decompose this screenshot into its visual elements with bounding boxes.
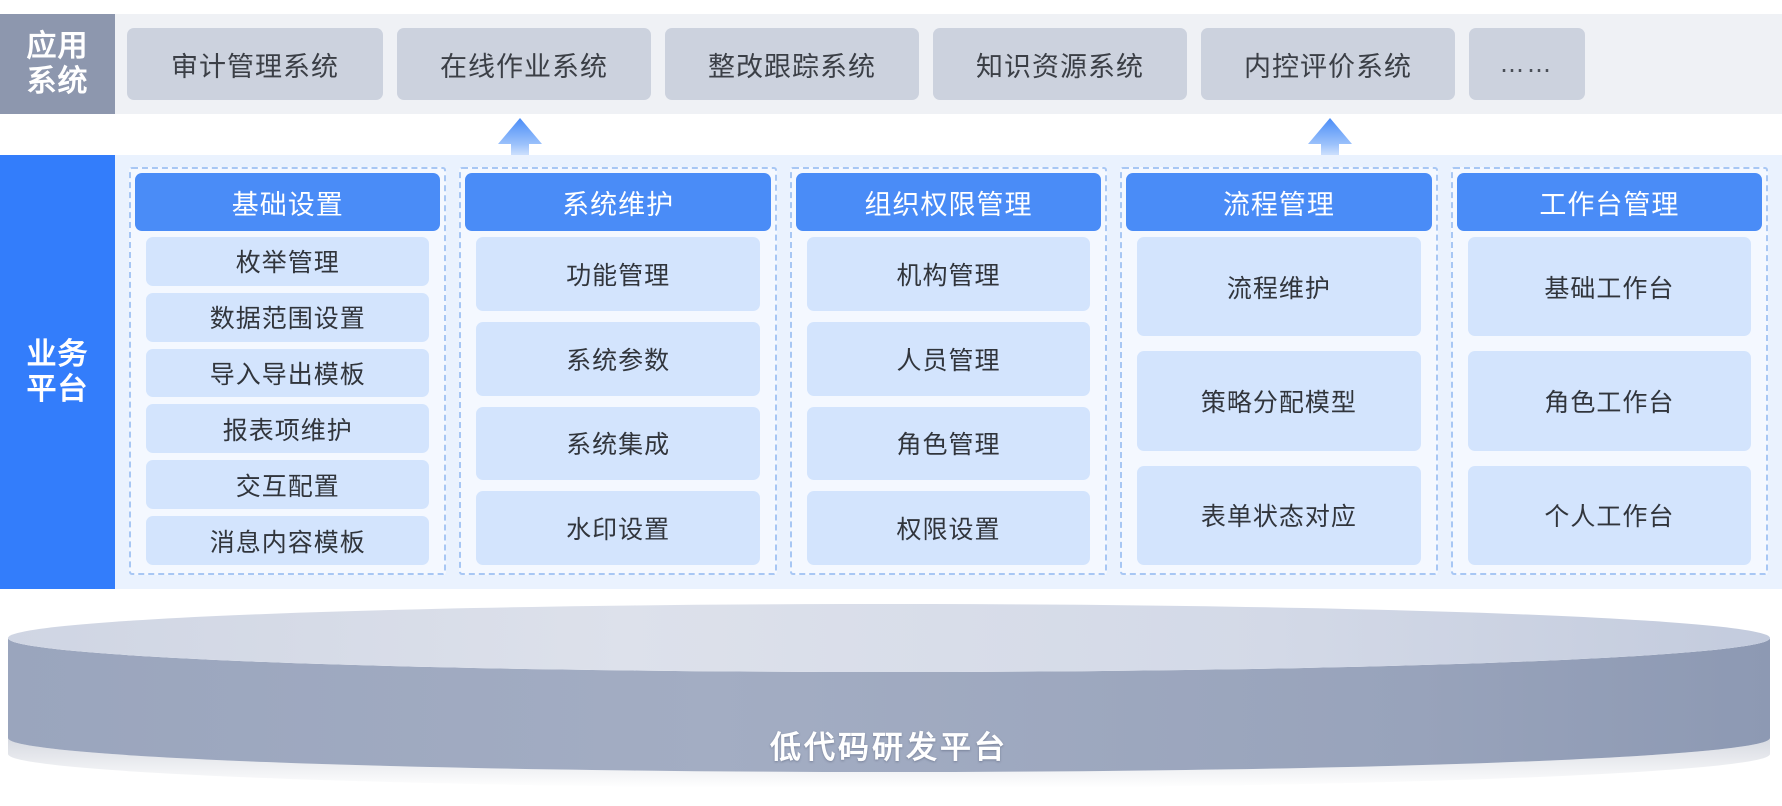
app-card-knowledge-resource[interactable]: 知识资源系统 (933, 28, 1187, 100)
module-item-message-content-template[interactable]: 消息内容模板 (146, 516, 430, 565)
arrow-up-to-online-task-system (498, 118, 542, 166)
business-platform-row: 业务 平台 基础设置 枚举管理 数据范围设置 导入导出模板 报表项维护 交互配置… (0, 155, 1782, 589)
module-item-data-scope-settings[interactable]: 数据范围设置 (146, 292, 430, 342)
app-card-rectification-tracking[interactable]: 整改跟踪系统 (665, 28, 919, 100)
cylinder-shape (8, 604, 1770, 788)
module-group-basic-settings: 基础设置 枚举管理 数据范围设置 导入导出模板 报表项维护 交互配置 消息内容模… (129, 167, 447, 575)
module-item-process-maintenance[interactable]: 流程维护 (1137, 237, 1421, 337)
module-items-workbench-management: 基础工作台 角色工作台 个人工作台 (1457, 231, 1762, 567)
module-item-basic-workbench[interactable]: 基础工作台 (1467, 237, 1752, 337)
module-item-report-item-maintenance[interactable]: 报表项维护 (146, 404, 430, 454)
module-group-system-maintenance: 系统维护 功能管理 系统参数 系统集成 水印设置 (459, 167, 777, 575)
arrow-up-to-internal-control-system (1308, 118, 1352, 166)
low-code-platform-foundation: 低代码研发平台 (8, 604, 1770, 794)
module-item-personal-workbench[interactable]: 个人工作台 (1467, 465, 1752, 565)
module-header-process-management[interactable]: 流程管理 (1126, 173, 1432, 231)
module-item-system-integration[interactable]: 系统集成 (476, 406, 760, 481)
module-items-system-maintenance: 功能管理 系统参数 系统集成 水印设置 (465, 231, 770, 567)
module-item-interaction-config[interactable]: 交互配置 (146, 460, 430, 510)
module-item-personnel-management[interactable]: 人员管理 (806, 321, 1091, 396)
module-item-permission-settings[interactable]: 权限设置 (806, 491, 1091, 565)
module-items-basic-settings: 枚举管理 数据范围设置 导入导出模板 报表项维护 交互配置 消息内容模板 (135, 231, 440, 567)
foundation-label: 低代码研发平台 (770, 730, 1008, 766)
module-group-org-permission-management: 组织权限管理 机构管理 人员管理 角色管理 权限设置 (789, 167, 1108, 575)
module-item-role-workbench[interactable]: 角色工作台 (1467, 351, 1752, 451)
business-platform-label-line2: 平台 (26, 372, 89, 407)
module-item-form-status-mapping[interactable]: 表单状态对应 (1137, 465, 1421, 565)
module-items-process-management: 流程维护 策略分配模型 表单状态对应 (1126, 231, 1431, 567)
module-header-basic-settings[interactable]: 基础设置 (135, 173, 441, 231)
module-item-role-management[interactable]: 角色管理 (806, 406, 1091, 481)
module-header-org-permission-management[interactable]: 组织权限管理 (795, 173, 1102, 231)
business-platform-label-line1: 业务 (26, 336, 89, 372)
module-item-watermark-settings[interactable]: 水印设置 (476, 491, 760, 565)
module-item-organization-management[interactable]: 机构管理 (806, 237, 1091, 311)
business-platform-side-label: 业务 平台 (0, 155, 115, 589)
business-platform-columns: 基础设置 枚举管理 数据范围设置 导入导出模板 报表项维护 交互配置 消息内容模… (115, 155, 1782, 589)
app-card-online-task[interactable]: 在线作业系统 (397, 28, 651, 100)
module-item-strategy-allocation-model[interactable]: 策略分配模型 (1137, 351, 1421, 451)
module-item-enum-management[interactable]: 枚举管理 (146, 237, 430, 286)
module-item-function-management[interactable]: 功能管理 (476, 237, 760, 311)
app-card-internal-control-evaluation[interactable]: 内控评价系统 (1201, 28, 1455, 100)
module-header-system-maintenance[interactable]: 系统维护 (465, 173, 771, 231)
application-cards-strip: 审计管理系统 在线作业系统 整改跟踪系统 知识资源系统 内控评价系统 …… (115, 14, 1782, 114)
module-items-org-permission-management: 机构管理 人员管理 角色管理 权限设置 (796, 231, 1101, 567)
app-card-audit-management[interactable]: 审计管理系统 (127, 28, 383, 100)
module-group-workbench-management: 工作台管理 基础工作台 角色工作台 个人工作台 (1450, 167, 1769, 575)
module-item-import-export-template[interactable]: 导入导出模板 (146, 348, 430, 398)
module-group-process-management: 流程管理 流程维护 策略分配模型 表单状态对应 (1120, 167, 1438, 575)
module-header-workbench-management[interactable]: 工作台管理 (1456, 173, 1763, 231)
application-layer-label-line2: 系统 (26, 64, 89, 99)
application-layer-label-line1: 应用 (26, 28, 89, 64)
application-layer-row: 应用 系统 审计管理系统 在线作业系统 整改跟踪系统 知识资源系统 内控评价系统… (0, 14, 1782, 114)
application-layer-side-label: 应用 系统 (0, 14, 115, 114)
module-item-system-parameters[interactable]: 系统参数 (476, 321, 760, 396)
app-card-more-ellipsis[interactable]: …… (1469, 28, 1585, 100)
